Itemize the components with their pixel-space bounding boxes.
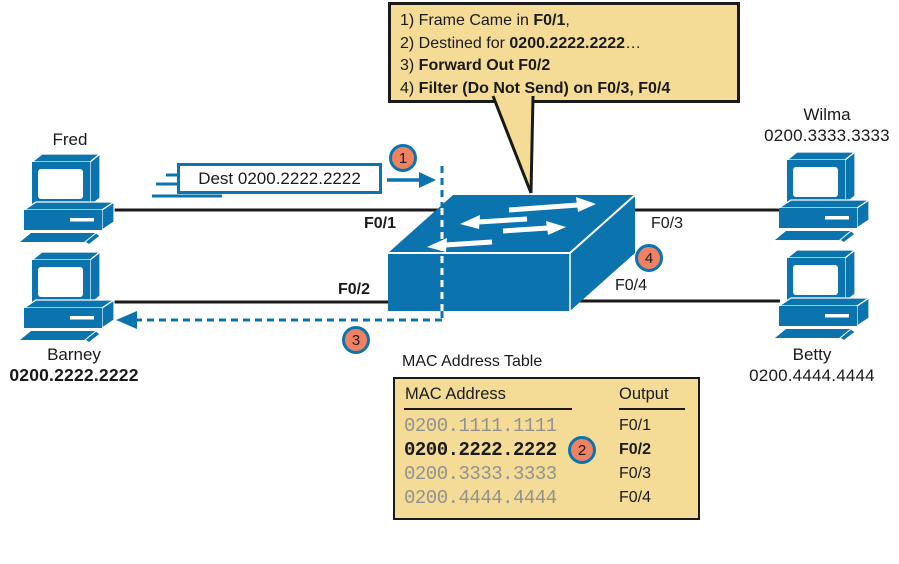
row-mac: 0200.1111.1111 — [404, 415, 557, 437]
table-row: 0200.3333.3333 F0/3 — [395, 463, 698, 487]
mac-table-title: MAC Address Table — [402, 353, 543, 370]
mac-table-col-header-mac: MAC Address — [405, 385, 506, 403]
pc-icon-fred — [20, 153, 115, 246]
step-badge-4: 4 — [635, 244, 663, 272]
port-label-f0-2: F0/2 — [337, 281, 370, 298]
step-badge-1: 1 — [389, 144, 417, 172]
callout-line-1-bold: F0/1 — [533, 12, 566, 29]
table-row: 0200.1111.1111 F0/1 — [395, 415, 698, 439]
row-port: F0/2 — [619, 441, 652, 458]
callout-line-2: 2) Destined for 0200.2222.2222… — [400, 33, 733, 56]
switch-icon — [388, 194, 636, 311]
label-wilma: Wilma 0200.3333.3333 — [752, 104, 899, 146]
mac-col-underline — [404, 408, 572, 410]
table-row-highlighted: 0200.2222.2222 F0/2 — [395, 439, 698, 463]
callout-line-3-pre: 3) — [400, 57, 419, 74]
wilma-mac: 0200.3333.3333 — [764, 126, 890, 145]
port-label-f0-3: F0/3 — [650, 215, 683, 232]
ethernet-frame-box: Dest 0200.2222.2222 — [177, 163, 382, 194]
row-port: F0/4 — [619, 489, 652, 506]
barney-mac: 0200.2222.2222 — [9, 365, 139, 385]
mac-table: MAC Address Output 0200.1111.1111 F0/1 0… — [393, 377, 700, 520]
callout-line-1-pre: 1) Frame Came in — [400, 12, 534, 29]
step-badge-2: 2 — [568, 436, 596, 464]
callout-line-4-bold: Filter (Do Not Send) on F0/3, F0/4 — [418, 79, 671, 97]
pc-icon-betty — [775, 249, 870, 342]
callout-line-2-pre: 2) Destined for — [400, 34, 510, 52]
fred-name: Fred — [52, 130, 88, 149]
callout-line-3-bold: Forward Out F0/2 — [418, 57, 551, 74]
port-label-f0-1: F0/1 — [363, 215, 396, 232]
callout-line-1-post: , — [565, 12, 570, 29]
barney-name: Barney — [47, 345, 101, 364]
label-barney: Barney 0200.2222.2222 — [0, 344, 150, 386]
callout-line-2-post: … — [625, 34, 642, 52]
row-mac: 0200.2222.2222 — [404, 439, 557, 461]
pc-icon-barney — [20, 251, 115, 344]
forwarding-arrowhead-icon — [116, 311, 137, 329]
frame-motion-lines-icon — [152, 173, 222, 198]
step-badge-3: 3 — [342, 326, 370, 354]
switch-arrows-icon — [427, 197, 596, 252]
callout-line-3: 3) Forward Out F0/2 — [400, 55, 733, 78]
label-fred: Fred — [20, 129, 120, 150]
callout-line-2-bold: 0200.2222.2222 — [509, 34, 626, 52]
wilma-name: Wilma — [803, 105, 851, 124]
output-col-underline — [619, 408, 685, 410]
row-port: F0/3 — [619, 465, 652, 482]
betty-name: Betty — [792, 345, 832, 364]
row-mac: 0200.4444.4444 — [404, 487, 557, 509]
betty-mac: 0200.4444.4444 — [749, 366, 875, 385]
row-port: F0/1 — [619, 417, 652, 434]
callout-line-4-pre: 4) — [400, 79, 419, 97]
callout-box: 1) Frame Came in F0/1, 2) Destined for 0… — [388, 2, 740, 103]
pc-icon-wilma — [775, 151, 870, 244]
frame-label: Dest 0200.2222.2222 — [198, 168, 361, 188]
forwarding-path-dashed — [134, 166, 444, 322]
label-betty: Betty 0200.4444.4444 — [737, 344, 887, 386]
callout-line-4: 4) Filter (Do Not Send) on F0/3, F0/4 — [400, 78, 733, 101]
port-label-f0-4: F0/4 — [614, 277, 647, 294]
mac-table-col-header-output: Output — [619, 385, 669, 403]
callout-line-1: 1) Frame Came in F0/1, — [400, 10, 733, 33]
row-mac: 0200.3333.3333 — [404, 463, 557, 485]
frame-arrow-icon — [387, 172, 436, 188]
table-row: 0200.4444.4444 F0/4 — [395, 487, 698, 511]
